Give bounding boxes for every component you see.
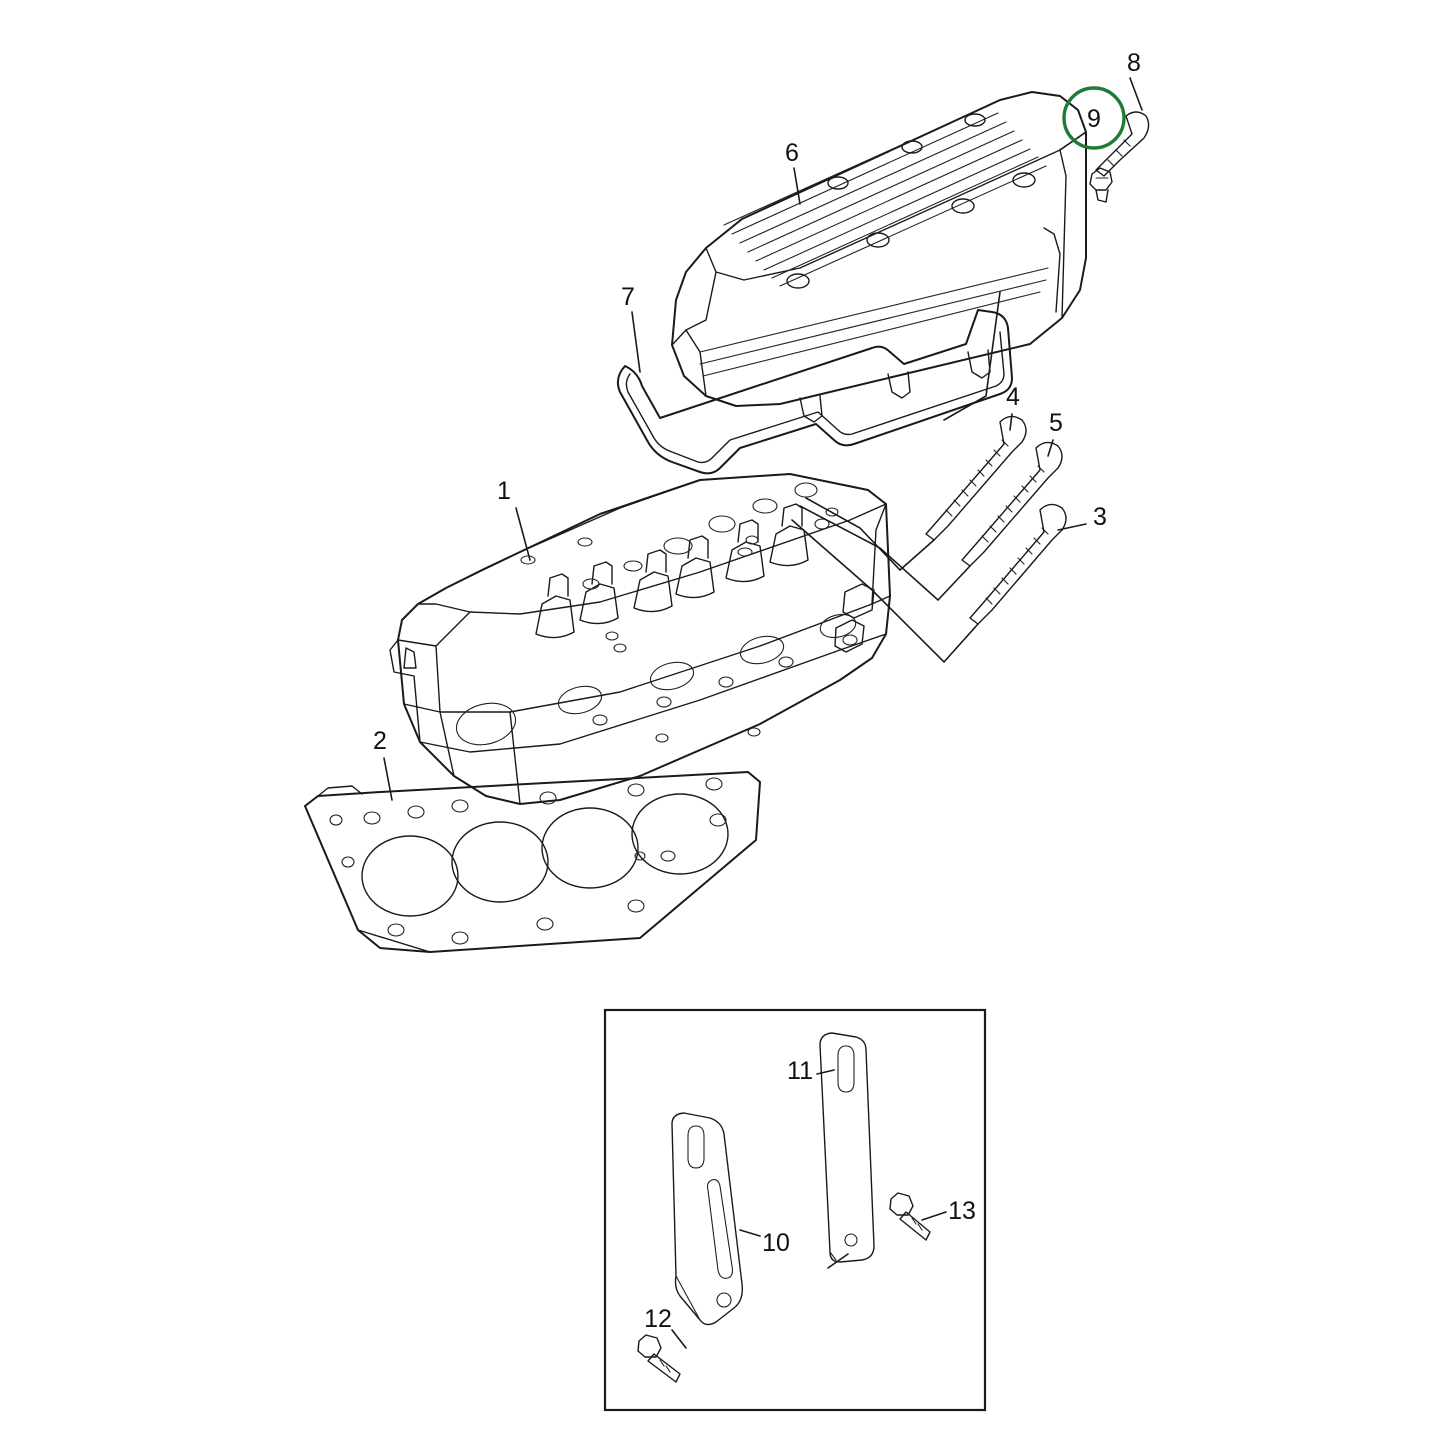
callout-4: 4: [1006, 383, 1020, 411]
highlighted-callout-9[interactable]: 9: [1062, 86, 1126, 150]
callout-1: 1: [497, 477, 511, 505]
bracket-detail-box: [603, 1008, 987, 1412]
valve-cover-gasket-part: [616, 309, 1013, 475]
callout-9-highlight-ring: [1062, 86, 1126, 150]
callout-13: 13: [948, 1197, 976, 1225]
head-bolt-long-part: [925, 415, 1027, 541]
callout-11: 11: [787, 1057, 813, 1085]
callout-9: 9: [1087, 105, 1101, 133]
bracket-bolt-upper-part: [889, 1192, 931, 1241]
callout-12: 12: [644, 1305, 672, 1333]
cylinder-head-part: [389, 473, 891, 805]
head-bolt-medium-part: [961, 441, 1063, 567]
callout-7: 7: [621, 283, 635, 311]
bracket-left-part: [671, 1112, 744, 1326]
callout-8: 8: [1127, 49, 1141, 77]
callout-6: 6: [785, 139, 799, 167]
head-bolt-short-part: [969, 503, 1067, 625]
head-gasket-part: [304, 771, 761, 953]
callout-3: 3: [1093, 503, 1107, 531]
callout-leaders: [383, 77, 1143, 1349]
callout-10: 10: [762, 1229, 790, 1257]
filler-stud-part: [1095, 111, 1150, 177]
callout-5: 5: [1049, 409, 1063, 437]
valve-cover-bolt-part: [1089, 167, 1113, 203]
bolt-assembly-leaders: [791, 291, 1001, 664]
bracket-right-part: [819, 1032, 875, 1263]
callout-labels: 1 2 3 4 5 6 7 8 10 11 12 13: [373, 49, 1141, 1333]
bracket-bolt-lower-part: [637, 1334, 681, 1383]
valve-cover-part: [671, 91, 1087, 423]
callout-2: 2: [373, 727, 387, 755]
